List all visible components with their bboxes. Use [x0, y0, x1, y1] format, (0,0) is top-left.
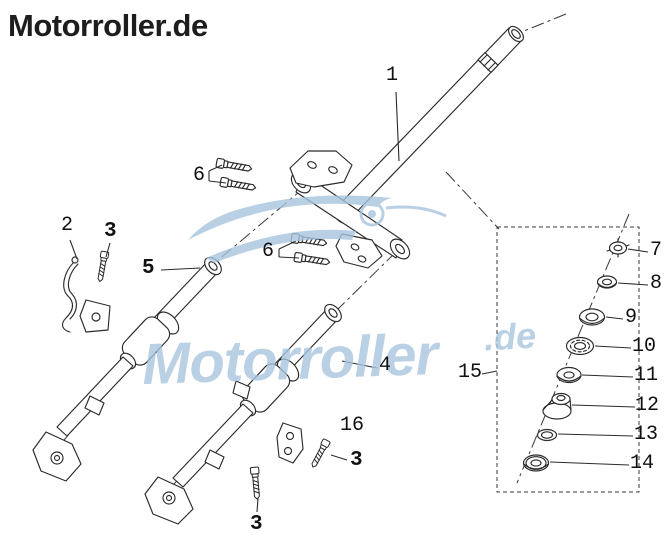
part-label-8: 8 [650, 272, 663, 295]
part-label-16: 16 [340, 414, 365, 437]
part-label-5: 5 [142, 257, 155, 280]
bearing-set-box [496, 226, 640, 493]
part-label-4: 4 [379, 354, 392, 377]
part-label-6-mid: 6 [262, 240, 275, 263]
part-label-10: 10 [632, 335, 657, 358]
part-label-1: 1 [386, 64, 399, 87]
fork-leg-right-drawing [144, 303, 342, 525]
fork-leg-left-drawing [32, 256, 222, 482]
site-logo: Motorroller.de [8, 8, 208, 43]
part-label-6-top: 6 [193, 164, 206, 187]
part-label-3-bottom: 3 [250, 513, 263, 536]
part-label-7: 7 [650, 239, 663, 262]
bearing-set-drawing [522, 238, 630, 472]
part-label-2: 2 [61, 214, 74, 237]
part-label-3-mid: 3 [350, 449, 363, 472]
steering-stem-drawing [333, 25, 524, 224]
part-label-9: 9 [625, 306, 638, 329]
part-label-3-top: 3 [104, 220, 117, 243]
part-label-11: 11 [634, 364, 659, 387]
cable-guide-drawing [61, 256, 111, 333]
part-label-14: 14 [630, 452, 655, 475]
bracket-drawing [276, 422, 304, 464]
part-label-15: 15 [458, 361, 483, 384]
part-label-12: 12 [635, 394, 660, 417]
part-label-13: 13 [634, 423, 659, 446]
